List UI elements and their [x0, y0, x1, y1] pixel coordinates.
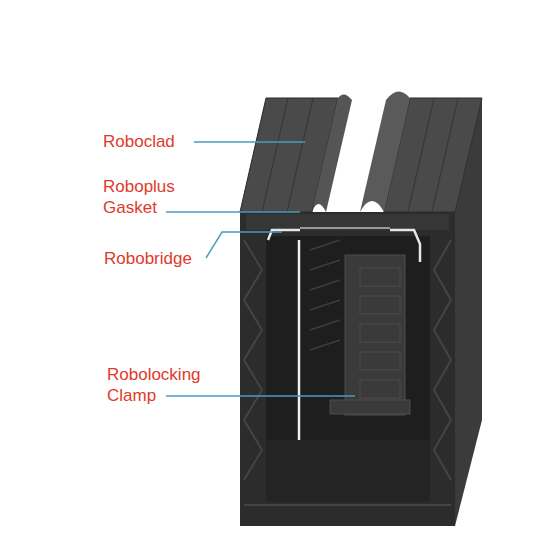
- part-label: Roboplus Gasket: [103, 176, 198, 219]
- gasket: [312, 94, 352, 212]
- part-label: Roboclad: [103, 131, 223, 152]
- part-label: Robolocking Clamp: [107, 364, 217, 407]
- part-label: Robobridge: [104, 248, 224, 269]
- front-face: [240, 212, 455, 526]
- locking-clamp: [330, 255, 410, 415]
- gasket: [360, 91, 410, 212]
- leader-line: [166, 142, 355, 396]
